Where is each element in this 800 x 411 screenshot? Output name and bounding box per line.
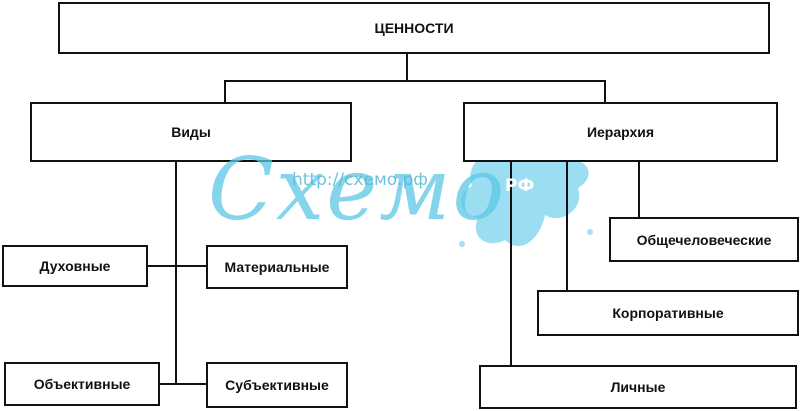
hierarchy-node: Иерархия: [463, 102, 778, 162]
connector-hier-corporate: [566, 162, 568, 292]
watermark-badge: РФ: [505, 176, 535, 196]
connector-hier-universal: [638, 162, 640, 217]
connector-root-down: [406, 54, 408, 81]
connector-types-trunk: [175, 162, 177, 384]
types-label: Виды: [171, 124, 211, 140]
connector-row2: [160, 383, 208, 385]
spiritual-label: Духовные: [39, 258, 111, 274]
connector-row1: [148, 265, 208, 267]
universal-node: Общечеловеческие: [609, 217, 799, 262]
types-node: Виды: [30, 102, 352, 162]
subjective-label: Субъективные: [225, 377, 329, 393]
hierarchy-label: Иерархия: [586, 124, 655, 140]
material-node: Материальные: [206, 245, 348, 289]
subjective-node: Субъективные: [206, 362, 348, 408]
connector-top-bar: [224, 80, 606, 82]
connector-to-hierarchy: [604, 80, 606, 103]
objective-label: Объективные: [33, 376, 131, 392]
corporate-node: Корпоративные: [537, 290, 799, 336]
watermark-logo-text: Схемо: [208, 140, 507, 240]
root-label: ЦЕННОСТИ: [374, 20, 454, 36]
spiritual-node: Духовные: [2, 245, 148, 287]
universal-label: Общечеловеческие: [636, 231, 772, 248]
material-label: Материальные: [224, 259, 330, 275]
connector-hier-personal: [510, 162, 512, 367]
personal-node: Личные: [479, 365, 797, 409]
watermark-url: http://схемо.рф: [292, 170, 428, 190]
connector-to-types: [224, 80, 226, 103]
corporate-label: Корпоративные: [612, 305, 724, 321]
objective-node: Объективные: [4, 362, 160, 406]
root-node: ЦЕННОСТИ: [58, 2, 770, 54]
personal-label: Личные: [610, 379, 666, 395]
